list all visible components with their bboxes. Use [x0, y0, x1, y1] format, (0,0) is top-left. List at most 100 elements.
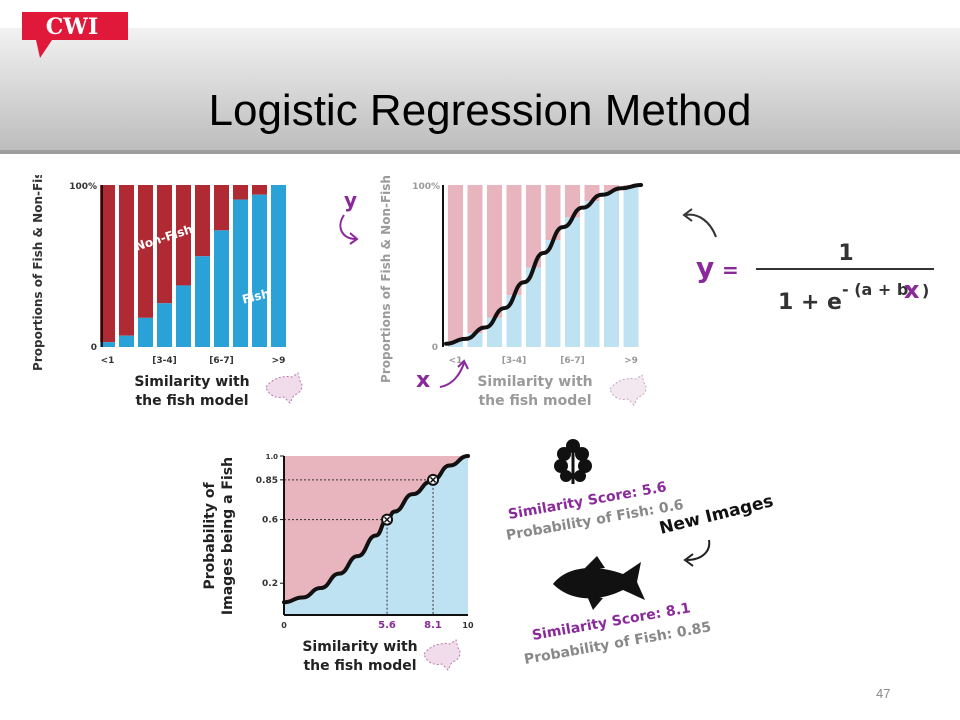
c2-bar-blue-0 [448, 341, 463, 347]
c2-bar-blue-5 [545, 240, 561, 347]
c1-bar-non-fish-5 [195, 185, 210, 257]
c3-y-tick-3: 0.2 [262, 579, 278, 589]
c1-y-label: Proportions of Fish & Non-Fish [31, 175, 45, 371]
c2-arrow-y-head [349, 232, 359, 245]
c2-y-bottom-label: 0 [432, 343, 438, 353]
c1-bar-non-fish-7 [233, 185, 248, 200]
c2-y-top-label: 100% [412, 182, 440, 192]
c2-bars [448, 185, 639, 347]
c2-bar-pink-1 [467, 185, 483, 334]
page-number: 47 [876, 686, 891, 701]
c2-x-tick-6: [6-7] [560, 356, 585, 366]
c3-point-1 [427, 473, 440, 486]
c2-bar-pink-5 [545, 185, 561, 241]
c2-logistic-curve [444, 183, 643, 346]
plant-icon [554, 439, 592, 484]
formula-denominator: 1 + e [778, 290, 842, 315]
c2-x-tick-0: <1 [449, 356, 463, 366]
c3-point-0 [381, 513, 394, 526]
c1-x-tick-3: [3-4] [152, 356, 177, 366]
c2-arrow-x-head [457, 359, 469, 370]
c2-annotation-y: y [344, 188, 357, 212]
fish-icon [553, 556, 645, 610]
c2-x-tick-9: >9 [624, 356, 638, 366]
c1-x-tick-6: [6-7] [209, 356, 234, 366]
formula-arrow [685, 213, 717, 238]
c3-x-label-2: the fish model [303, 658, 416, 674]
c2-arrow-x [439, 362, 465, 388]
c3-y-tick-1: 0.85 [256, 476, 278, 486]
c2-bar-blue-7 [584, 201, 600, 347]
c1-bar-non-fish-8 [252, 185, 267, 195]
logo-banner [22, 12, 128, 58]
c3-point-x-label-0: 5.6 [378, 620, 396, 631]
c2-bar-pink-8 [604, 185, 619, 192]
c1-y-bottom-label: 0 [91, 343, 97, 353]
new-images-arrow [686, 539, 711, 561]
fish-model-icon [265, 372, 303, 404]
c3-point-x-label-1: 8.1 [424, 620, 442, 631]
c3-point-labels: 5.6 8.1 [378, 620, 442, 631]
c1-x-label-2: the fish model [135, 393, 248, 409]
c3-x-ticks: 0 10 [281, 621, 474, 630]
c1-y-top-label: 100% [69, 182, 97, 192]
c3-highlight-points [381, 473, 440, 526]
c1-bar-fish-4 [176, 285, 191, 347]
formula-numerator: 1 [838, 241, 853, 266]
formula-equals: = [722, 258, 739, 282]
formula-exponent-x: x [904, 276, 920, 304]
cwi-logo: CWI [22, 12, 128, 58]
fish-model-icon [609, 374, 647, 406]
c3-y-tick-2: 0.6 [262, 516, 278, 526]
logo-text: CWI [46, 14, 99, 40]
c1-bar-non-fish-1 [119, 185, 134, 336]
c2-x-label-1: Similarity with [477, 374, 592, 390]
c1-x-ticks: <1 [3-4] [6-7] >9 [101, 356, 286, 366]
c3-y-tick-0: 1.0 [266, 453, 279, 461]
c3-guide-lines [284, 479, 434, 615]
formula-exponent-prefix: - (a + b [842, 280, 908, 299]
c1-bar-fish-5 [195, 256, 210, 347]
c1-fish-label: Fish [241, 286, 272, 306]
c2-y-label-text: Proportions of Fish & Non-Fish [379, 175, 393, 383]
logistic-formula: y = 1 1 + e - (a + b x ) [682, 208, 934, 315]
c1-bar-fish-8 [252, 194, 267, 347]
c1-bar-fish-1 [119, 335, 134, 347]
c1-bar-fish-9 [271, 185, 286, 347]
c1-bar-fish-7 [233, 199, 248, 347]
c2-bar-pink-0 [448, 185, 463, 342]
c3-x-tick-0: 0 [281, 621, 287, 630]
new-images-panel: Similarity Score: 5.6 Probability of Fis… [505, 439, 775, 668]
c1-x-tick-0: <1 [101, 356, 115, 366]
c2-bar-blue-4 [526, 267, 541, 347]
c1-bar-non-fish-3 [157, 185, 172, 304]
c1-bar-non-fish-6 [214, 185, 229, 231]
c2-bar-pink-3 [506, 185, 522, 296]
c1-bar-non-fish-0 [100, 185, 115, 343]
c2-annotation-x: x [416, 368, 430, 393]
c2-bar-pink-4 [526, 185, 541, 268]
c1-bars [100, 185, 286, 347]
c2-bar-blue-9 [623, 186, 639, 347]
c3-pink-area [284, 456, 468, 603]
c1-bar-non-fish-4 [176, 185, 191, 286]
c1-bar-non-fish-2 [138, 185, 153, 318]
c3-y-label-2: Images being a Fish [220, 457, 236, 615]
fish-model-icon [423, 639, 461, 671]
c2-y-label: Proportions of Fish & Non-Fish [379, 175, 393, 383]
slide-title: Logistic Regression Method [208, 86, 752, 135]
c1-bar-fish-3 [157, 303, 172, 347]
c3-x-tick-1: 10 [462, 621, 474, 630]
c2-bar-pink-2 [487, 185, 502, 318]
formula-y: y [696, 251, 714, 284]
c3-y-label-1: Probability of [202, 482, 218, 590]
formula-exponent-suffix: ) [922, 281, 929, 300]
c1-bar-fish-0 [100, 342, 115, 347]
c1-y-label-text: Proportions of Fish & Non-Fish [31, 175, 45, 371]
c1-bar-fish-2 [138, 317, 153, 347]
c2-bar-blue-6 [565, 217, 580, 347]
c1-x-tick-9: >9 [272, 356, 286, 366]
c2-x-label-2: the fish model [478, 393, 591, 409]
c3-x-label-1: Similarity with [302, 639, 417, 655]
